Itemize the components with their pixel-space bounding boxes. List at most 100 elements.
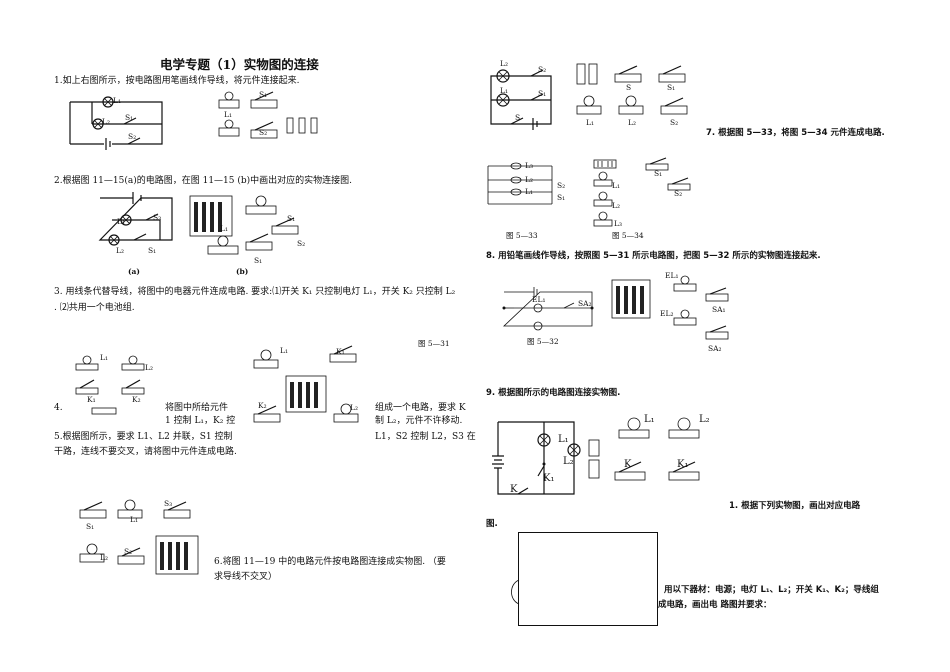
q4-label-l2: L₂ bbox=[350, 403, 358, 412]
question-6-text-line2: 求导线不交叉） bbox=[214, 572, 278, 582]
q2-label-s3: S₃ bbox=[153, 213, 162, 222]
question-1-text: 1.如上右图所示，按电路图用笔画线作导线，将元件连接起来. bbox=[54, 76, 300, 86]
q2-label-l1: L₁ bbox=[117, 217, 125, 226]
q2-caption-a: (a) bbox=[128, 267, 140, 276]
fig532-comp-label-sa1: SA₁ bbox=[712, 305, 726, 314]
question-7-text: 7. 根据图 5—33，将图 5—34 元件连成电路. bbox=[706, 128, 885, 138]
question-4-text-c: 组成一个电路，要求 K bbox=[375, 403, 466, 413]
fig532-label-sa2: SA₂ bbox=[578, 299, 592, 308]
fig533-label-l3: L₃ bbox=[525, 161, 533, 170]
q3-label-k2: K₂ bbox=[132, 395, 141, 404]
q1-comp-label-s2: S₂ bbox=[259, 128, 268, 137]
question-3-text-line2: . ⑵共用一个电池组. bbox=[54, 303, 135, 313]
top-comp-label-s1: S₁ bbox=[667, 83, 676, 92]
q4-label-k2: K₂ bbox=[258, 401, 267, 410]
question-6-text-line1: 6.将图 11—19 中的电路元件按电路图连接成实物图. （要 bbox=[214, 557, 446, 567]
q6-label-s1: S₁ bbox=[86, 522, 95, 531]
question-10-text-a: 1. 根据下列实物图，画出对应电路 bbox=[729, 501, 861, 511]
fig532-label-el1: EL₁ bbox=[532, 295, 546, 304]
question-10-text-b: 图. bbox=[486, 519, 498, 529]
top-label-s1: S₁ bbox=[538, 89, 547, 98]
fig532-comp-label-sa2: SA₂ bbox=[708, 344, 722, 353]
q1-label-s1: S₁ bbox=[125, 113, 134, 122]
q1-label-s2: S₂ bbox=[128, 132, 137, 141]
q1-label-l2: L₂ bbox=[102, 117, 110, 126]
q6-label-s2: S₂ bbox=[124, 547, 133, 556]
q2-comp-label-l1: L₁ bbox=[220, 224, 228, 233]
q9-comp-label-l1: L₁ bbox=[644, 414, 655, 425]
fig-5-32-circuit bbox=[502, 287, 594, 331]
top-comp-label-l2: L₂ bbox=[628, 118, 636, 127]
q2-label-l2: L₂ bbox=[116, 246, 124, 255]
question-11-text-b: 成电路，画出电 路图并要求： bbox=[658, 600, 772, 610]
q1-label-l1: L₁ bbox=[113, 96, 121, 105]
q9-comp-label-l2: L₂ bbox=[699, 414, 710, 425]
question-4-text-d: 制 L₂，元件不许移动. bbox=[375, 416, 463, 426]
fig533-label-s1: S₁ bbox=[557, 193, 566, 202]
top-comp-label-s2: S₂ bbox=[670, 118, 679, 127]
q6-label-s3: S₃ bbox=[164, 499, 173, 508]
question-5-text-line1: 5.根据图所示，要求 L1、L2 并联，S1 控制 bbox=[54, 432, 233, 442]
top-label-l2: L₂ bbox=[500, 59, 508, 68]
q6-components bbox=[79, 499, 199, 575]
question-4-number: 4. bbox=[54, 403, 63, 413]
q9-label-k: K bbox=[510, 484, 518, 495]
q3-label-k1: K₁ bbox=[87, 395, 96, 404]
fig534-label-l1: L₁ bbox=[612, 181, 620, 190]
q1-comp-label-s1: S₁ bbox=[259, 90, 268, 99]
partial-component-sketch bbox=[511, 579, 520, 605]
question-8-text: 8. 用铅笔画线作导线，按照图 5—31 所示电路图，把图 5—32 所示的实物… bbox=[486, 251, 821, 261]
top-comp-label-s: S bbox=[626, 83, 632, 92]
q6-label-l1: L₁ bbox=[130, 515, 138, 524]
question-5-text-line1b: L1，S2 控制 L2，S3 在 bbox=[375, 432, 476, 442]
q2-comp-label-s2: S₂ bbox=[297, 239, 306, 248]
page-title: 电学专题（1）实物图的连接 bbox=[160, 57, 319, 72]
q2-comp-label-s1-b: S₁ bbox=[254, 256, 263, 265]
q9-comp-label-k: K bbox=[624, 459, 632, 470]
q3-components bbox=[75, 355, 145, 415]
q2-circuit-diagram-a bbox=[98, 192, 173, 246]
q9-components bbox=[588, 417, 700, 481]
fig534-label-s1: S₁ bbox=[654, 169, 663, 178]
fig534-label-l3: L₃ bbox=[614, 219, 622, 228]
q9-circuit-diagram bbox=[492, 421, 581, 495]
answer-box bbox=[518, 532, 658, 626]
question-9-text: 9. 根据图所示的电路图连接实物图. bbox=[486, 388, 621, 398]
q1-comp-label-l1: L₁ bbox=[224, 110, 232, 119]
q1-components bbox=[218, 91, 318, 139]
fig534-label-l2: L₂ bbox=[612, 201, 620, 210]
fig534-label-s2: S₂ bbox=[674, 189, 683, 198]
q2-label-s1: S₁ bbox=[148, 246, 157, 255]
question-11-text-a: 用以下器材：电源；电灯 L₁、L₂；开关 K₁、K₂；导线组 bbox=[664, 585, 879, 595]
fig532-comp-label-el1: EL₁ bbox=[665, 271, 679, 280]
fig533-label-l2: L₂ bbox=[525, 175, 533, 184]
q3-label-l1: L₁ bbox=[100, 353, 108, 362]
fig-5-34-components bbox=[593, 157, 691, 227]
q9-label-k1: K₁ bbox=[543, 473, 555, 484]
fig-5-32-components bbox=[611, 275, 729, 340]
fig533-label-s2: S₂ bbox=[557, 181, 566, 190]
top-label-s: S bbox=[515, 113, 521, 122]
q3-label-l2: L₂ bbox=[145, 363, 153, 372]
question-4-text-b: 1 控制 L₁，K₂ 控 bbox=[165, 416, 236, 426]
fig532-comp-label-el2: EL₂ bbox=[660, 309, 674, 318]
fig-5-33-caption: 图 5—33 bbox=[506, 231, 538, 240]
fig-5-34-caption: 图 5—34 bbox=[612, 231, 644, 240]
top-comp-label-l1: L₁ bbox=[586, 118, 594, 127]
q9-comp-label-k1: K₁ bbox=[677, 459, 689, 470]
q9-label-l2: L₂ bbox=[563, 456, 574, 467]
fig-5-31-caption: 图 5—31 bbox=[418, 339, 450, 348]
q2-comp-label-s1: S₁ bbox=[287, 214, 296, 223]
q4-label-k1: K₁ bbox=[336, 347, 345, 356]
top-label-l1: L₁ bbox=[500, 86, 508, 95]
question-3-text-line1: 3. 用线条代替导线，将图中的电器元件连成电路. 要求:⑴开关 K₁ 只控制电灯… bbox=[54, 287, 456, 297]
q2-caption-b: (b) bbox=[236, 267, 249, 276]
q4-label-l1: L₁ bbox=[280, 346, 288, 355]
q2-components-b bbox=[189, 195, 299, 255]
question-4-text-a: 将图中所给元件 bbox=[165, 403, 229, 413]
q7-top-components bbox=[576, 63, 688, 115]
top-label-s2: S₂ bbox=[538, 65, 547, 74]
fig-5-32-caption: 图 5—32 bbox=[527, 337, 559, 346]
q4-components bbox=[253, 345, 359, 423]
q6-label-l2: L₂ bbox=[100, 553, 108, 562]
